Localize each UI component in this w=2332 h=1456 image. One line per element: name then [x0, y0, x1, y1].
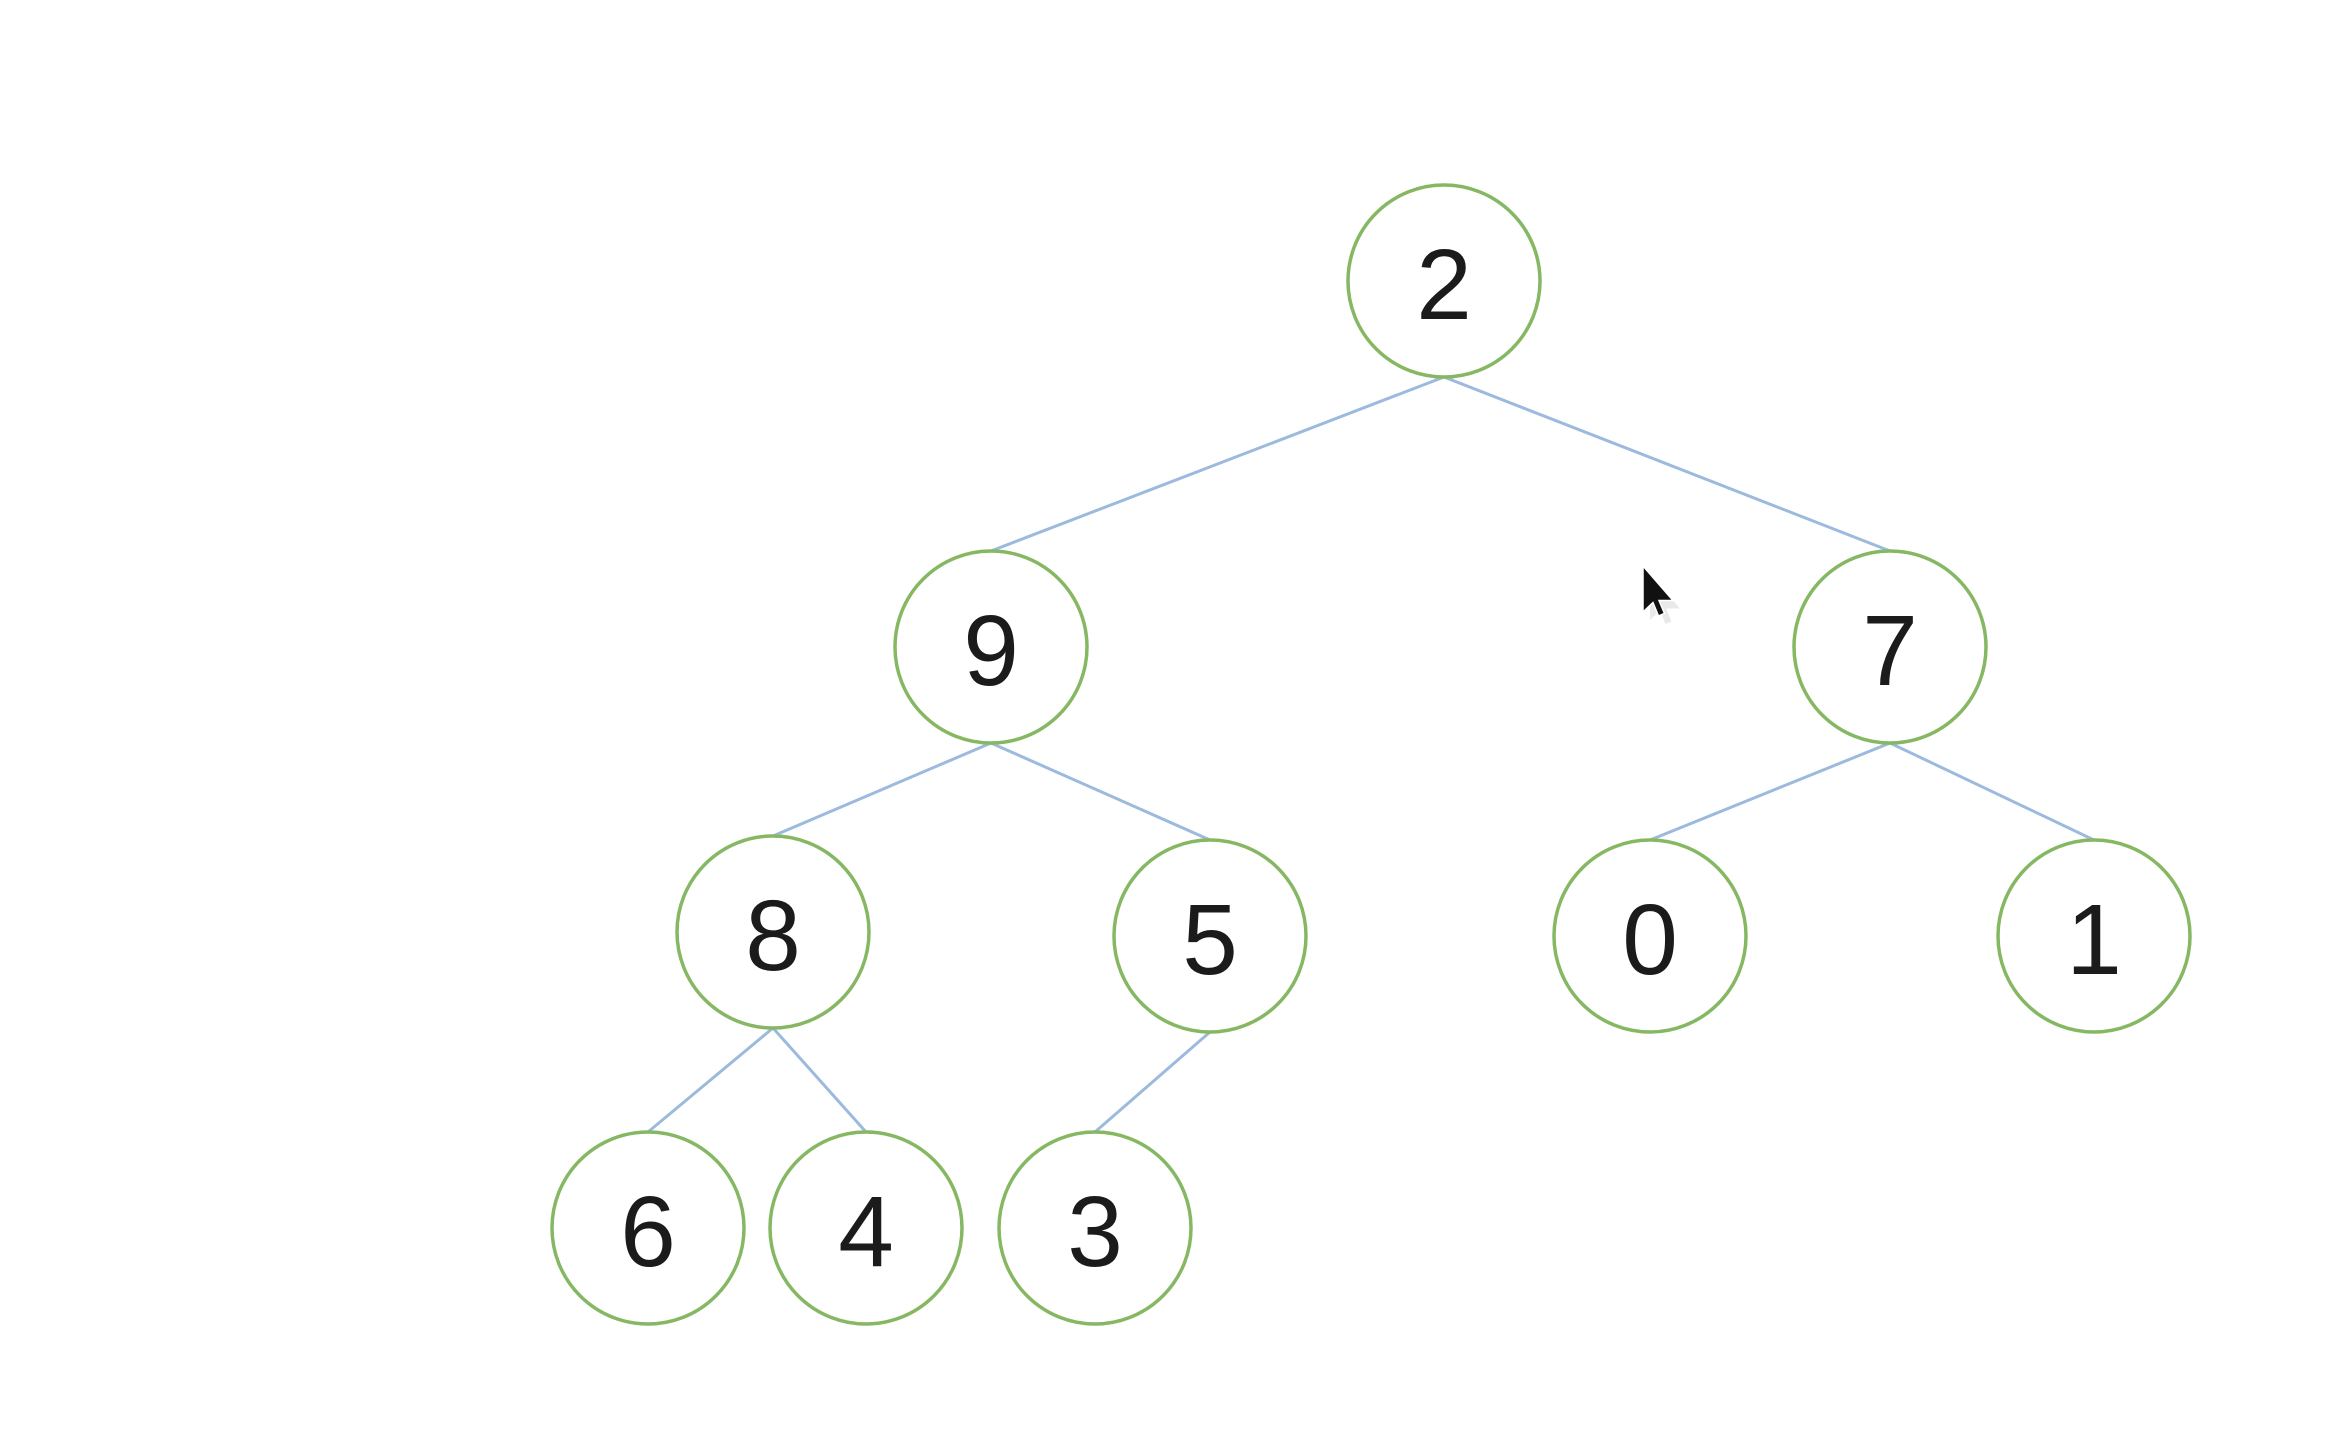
- node-layer: 2 9 7 8 5 0 1 6 4 3: [550, 183, 2192, 1326]
- tree-edge-9-8: [771, 741, 993, 838]
- cursor-arrow-icon: [1642, 563, 1675, 617]
- node-circle: [675, 834, 871, 1030]
- tree-edge-9-5: [989, 741, 1212, 842]
- mouse-cursor: [1642, 563, 1680, 624]
- tree-node-1: 1: [1996, 838, 2192, 1034]
- node-label: 4: [838, 1176, 894, 1288]
- tree-node-0: 0: [1552, 838, 1748, 1034]
- tree-node-4: 4: [768, 1130, 964, 1326]
- node-label: 0: [1622, 884, 1678, 996]
- node-circle: [1996, 838, 2192, 1034]
- node-circle: [550, 1130, 746, 1326]
- tree-edge-7-1: [1888, 741, 2096, 842]
- node-label: 5: [1182, 884, 1238, 996]
- tree-node-2: 2: [1346, 183, 1542, 379]
- tree-node-5: 5: [1112, 838, 1308, 1034]
- tree-edge-8-6: [646, 1026, 775, 1134]
- tree-edge-7-0: [1648, 741, 1892, 842]
- edge-layer: [646, 375, 2096, 1134]
- node-circle: [893, 549, 1089, 745]
- node-label: 6: [620, 1176, 676, 1288]
- tree-node-7: 7: [1792, 549, 1988, 745]
- tree-node-6: 6: [550, 1130, 746, 1326]
- node-circle: [1346, 183, 1542, 379]
- node-label: 2: [1416, 229, 1472, 341]
- tree-edge-5-3: [1093, 1030, 1212, 1134]
- node-circle: [997, 1130, 1193, 1326]
- node-circle: [1792, 549, 1988, 745]
- tree-edge-8-4: [771, 1026, 868, 1134]
- node-circle: [768, 1130, 964, 1326]
- node-label: 8: [745, 880, 801, 992]
- tree-node-3: 3: [997, 1130, 1193, 1326]
- tree-edge-2-7: [1442, 375, 1892, 553]
- tree-node-9: 9: [893, 549, 1089, 745]
- node-circle: [1552, 838, 1748, 1034]
- node-label: 7: [1862, 595, 1918, 707]
- node-label: 1: [2066, 884, 2122, 996]
- node-circle: [1112, 838, 1308, 1034]
- node-label: 9: [963, 595, 1019, 707]
- node-label: 3: [1067, 1176, 1123, 1288]
- tree-edge-2-9: [989, 375, 1446, 553]
- tree-node-8: 8: [675, 834, 871, 1030]
